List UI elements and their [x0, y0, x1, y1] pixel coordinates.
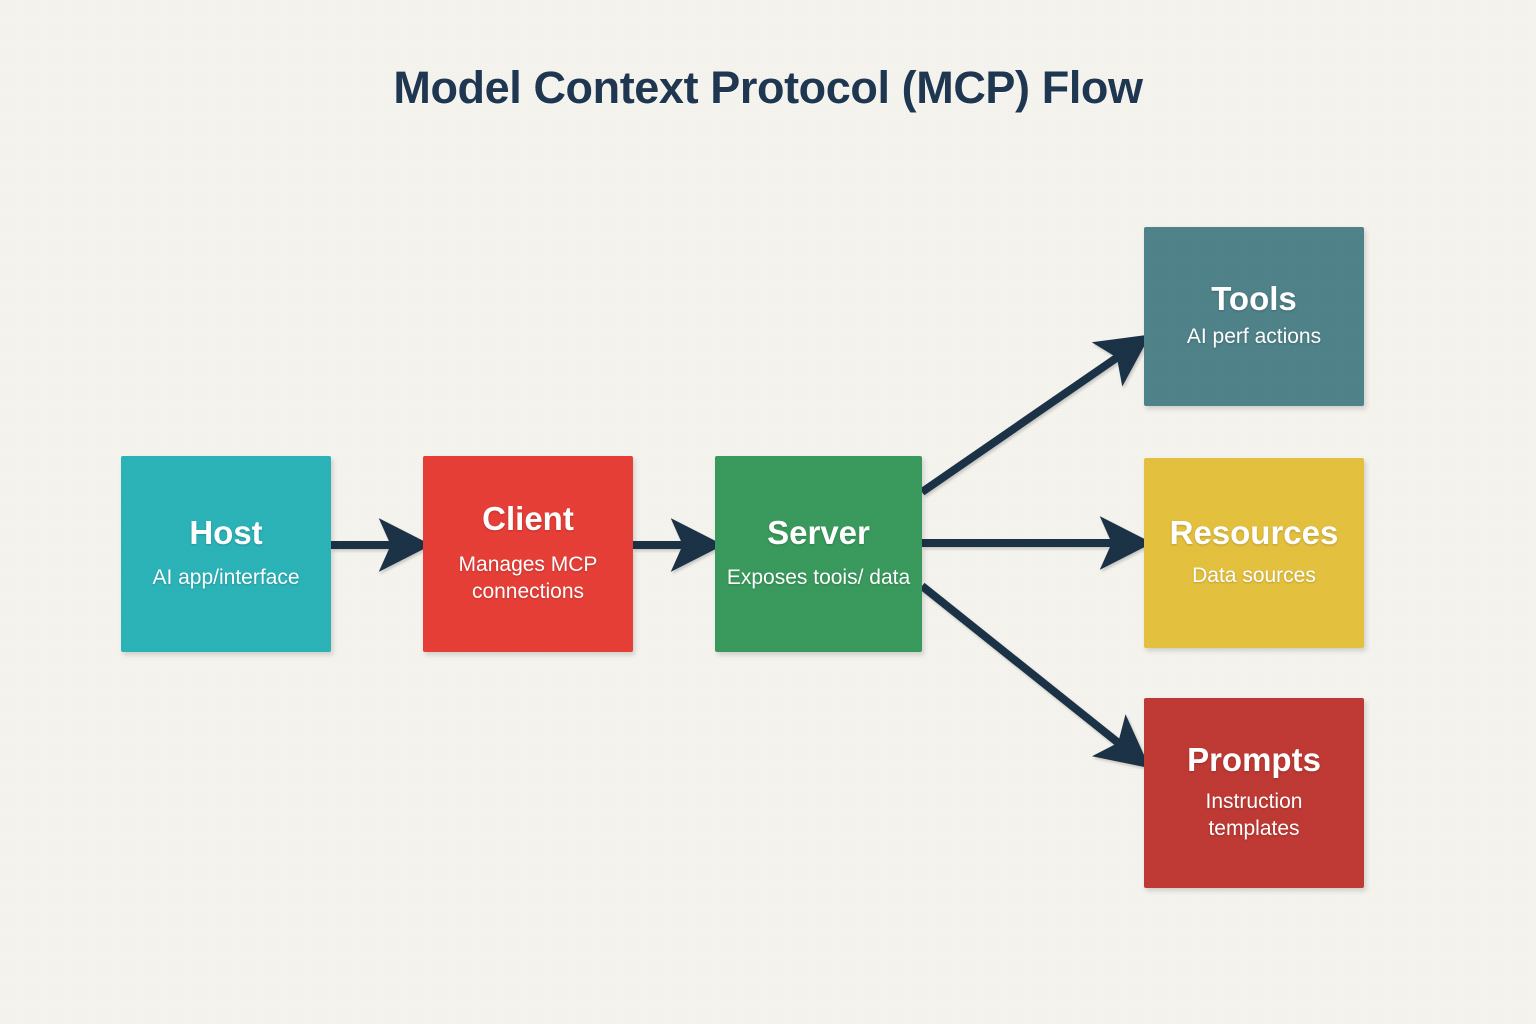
node-tools-subtitle: AI perf actions: [1186, 324, 1322, 348]
node-host-subtitle: AI app/interface: [152, 566, 300, 590]
node-tools[interactable]: Tools AI perf actions: [1144, 227, 1364, 406]
node-host[interactable]: Host AI app/interface: [121, 456, 331, 652]
node-client-subtitle: Manages MCP connections: [458, 552, 598, 604]
node-resources-subtitle: Data sources: [1192, 564, 1316, 588]
node-server-title: Server: [767, 513, 870, 551]
arrow-server-to-tools: [919, 334, 1151, 496]
node-prompts-title: Prompts: [1187, 740, 1321, 778]
node-resources[interactable]: Resources Data sources: [1144, 458, 1364, 648]
node-server[interactable]: Server Exposes toois/ data: [715, 456, 922, 652]
node-tools-title: Tools: [1211, 280, 1297, 318]
page-title: Model Context Protocol (MCP) Flow: [393, 62, 1143, 113]
node-client[interactable]: Client Manages MCP connections: [423, 456, 633, 652]
node-client-title: Client: [482, 499, 574, 537]
node-server-subtitle: Exposes toois/ data: [726, 566, 911, 590]
node-prompts[interactable]: Prompts Instruction templates: [1144, 698, 1364, 888]
node-prompts-subtitle: Instruction templates: [1205, 789, 1303, 841]
node-host-title: Host: [189, 513, 263, 551]
arrow-server-to-prompts: [919, 582, 1150, 769]
node-resources-title: Resources: [1169, 513, 1339, 551]
